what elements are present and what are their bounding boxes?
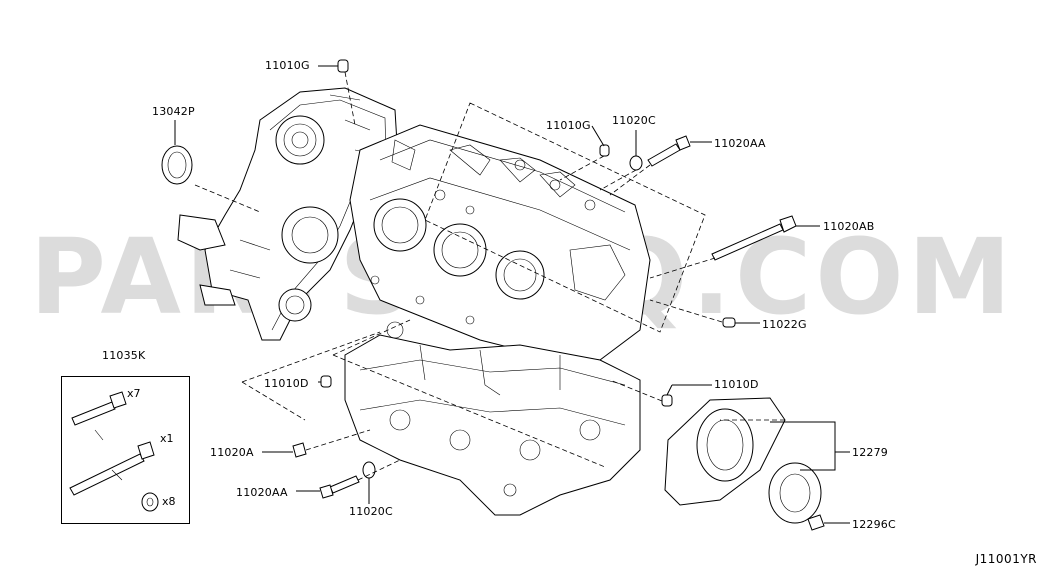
- label-12296C: 12296C: [852, 518, 896, 531]
- label-11020AA-top: 11020AA: [714, 137, 766, 150]
- kit-qty-1: x7: [127, 387, 141, 400]
- label-11020C-bottom: 11020C: [349, 505, 393, 518]
- dowel-11010D-left: [320, 375, 332, 388]
- label-11035K: 11035K: [102, 349, 146, 362]
- kit-qty-3: x8: [162, 495, 176, 508]
- cylinder-block-drawing: [349, 124, 651, 361]
- kit-qty-2: x1: [160, 432, 174, 445]
- bolt-11020AB: [711, 215, 797, 261]
- crankcase-drawing: [344, 334, 641, 516]
- label-13042P: 13042P: [152, 105, 195, 118]
- label-11010D-left: 11010D: [264, 377, 309, 390]
- seal-13042P: [161, 145, 193, 185]
- bolt-11020A: [292, 442, 307, 458]
- bolt-12296C: [807, 514, 825, 531]
- label-11020AA-bottom: 11020AA: [236, 486, 288, 499]
- label-11010D-right: 11010D: [714, 378, 759, 391]
- label-11010G-top: 11010G: [265, 59, 310, 72]
- label-11022G: 11022G: [762, 318, 807, 331]
- label-11020AB: 11020AB: [823, 220, 875, 233]
- kit-bolts-drawing: [69, 391, 159, 512]
- assembly-lines: [194, 71, 785, 481]
- bolt-11020AA-top: [647, 135, 691, 167]
- timing-cover-drawing: [177, 87, 399, 341]
- figure-code: J11001YR: [975, 552, 1037, 566]
- leader-lines: [174, 65, 850, 524]
- label-11010G-mid: 11010G: [546, 119, 591, 132]
- label-11020A: 11020A: [210, 446, 254, 459]
- label-12279: 12279: [852, 446, 888, 459]
- label-11020C-top: 11020C: [612, 114, 656, 127]
- bolt-11020AA-bottom: [319, 475, 360, 499]
- dowel-11010G-mid: [599, 144, 610, 157]
- bolt-kit-box: x7 x1 x8: [61, 376, 190, 524]
- dowel-11010D-right: [661, 394, 673, 407]
- rear-plate-12279: [664, 397, 822, 524]
- dowel-11022G: [722, 317, 736, 328]
- dowel-11010G-top: [337, 59, 349, 73]
